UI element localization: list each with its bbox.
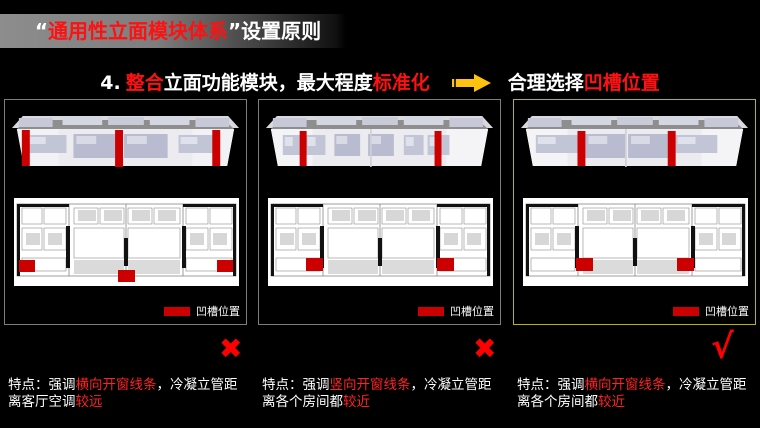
caption-highlight-2: 较近	[598, 394, 625, 410]
subtitle-highlight-3: 凹槽位置	[583, 71, 660, 94]
caption-highlight-2: 较远	[75, 394, 103, 410]
scheme-panel-1[interactable]: 凹槽位置	[4, 99, 247, 325]
panel-caption-3: 特点：强调横向开窗线条，冷凝立管距离各个房间都较近	[517, 377, 757, 411]
section-subtitle: 4. 整合 立面功能模块，最大程度 标准化 合理选择 凹槽位置	[0, 68, 760, 98]
legend-swatch	[164, 307, 190, 316]
title-quote-open: “	[34, 19, 48, 43]
panel-caption-1: 特点：强调横向开窗线条，冷凝立管距离客厅空调较远	[8, 377, 248, 411]
groove-stripe	[299, 131, 307, 166]
groove-stripe	[212, 130, 221, 166]
caption-mid: ，冷凝立管距离各个房间都	[517, 377, 747, 410]
groove-stripe	[577, 131, 586, 166]
legend-2: 凹槽位置	[418, 306, 494, 317]
groove-marker	[118, 270, 135, 282]
groove-marker	[437, 258, 454, 271]
groove-marker	[217, 260, 233, 272]
scheme-panel-2[interactable]: 凹槽位置	[258, 99, 501, 325]
page-title: “通用性立面模块体系”设置原则	[25, 21, 321, 41]
legend-label: 凹槽位置	[450, 305, 494, 318]
caption-highlight-2: 较近	[343, 394, 370, 410]
legend-swatch	[418, 307, 444, 316]
title-quote-close: ”	[228, 19, 242, 43]
facade-render-3	[514, 104, 755, 190]
groove-stripe	[434, 131, 442, 166]
caption-prefix: 特点：强调	[517, 377, 585, 393]
groove-marker	[677, 258, 694, 271]
groove-stripe	[115, 130, 124, 167]
legend-3: 凹槽位置	[673, 306, 749, 317]
floor-plan-1	[14, 198, 239, 286]
caption-highlight-1: 横向开窗线条	[75, 377, 157, 393]
legend-1: 凹槽位置	[164, 306, 240, 317]
facade-render-1	[5, 104, 246, 190]
caption-highlight-1: 竖向开窗线条	[329, 377, 411, 393]
caption-prefix: 特点：强调	[8, 377, 76, 393]
caption-mid: ，冷凝立管距离客厅空调	[8, 377, 238, 410]
slide-title-bar: “通用性立面模块体系”设置原则	[0, 14, 346, 48]
verdict-cross-2: ✖	[473, 332, 497, 365]
caption-mid: ，冷凝立管距离各个房间都	[262, 377, 492, 410]
groove-marker	[576, 258, 593, 271]
verdict-check-3: √	[711, 327, 734, 367]
subtitle-highlight-1: 整合	[125, 71, 164, 94]
groove-marker	[306, 258, 323, 271]
groove-stripe	[21, 130, 30, 166]
legend-swatch	[673, 307, 699, 316]
caption-prefix: 特点：强调	[262, 377, 330, 393]
legend-label: 凹槽位置	[196, 305, 240, 318]
legend-label: 凹槽位置	[705, 305, 749, 318]
right-arrow-icon	[451, 73, 492, 93]
panel-caption-2: 特点：强调竖向开窗线条，冷凝立管距离各个房间都较近	[262, 377, 502, 411]
floor-plan-2	[268, 198, 493, 286]
subtitle-part-4: 合理选择	[507, 71, 584, 94]
scheme-panel-3[interactable]: 凹槽位置	[513, 99, 756, 325]
caption-highlight-1: 横向开窗线条	[584, 377, 666, 393]
groove-marker	[19, 260, 35, 272]
groove-stripe	[667, 131, 676, 166]
scheme-panel-row: 凹槽位置	[0, 99, 760, 325]
subtitle-number: 4.	[100, 71, 121, 94]
floor-plan-3	[523, 198, 748, 286]
title-highlight: 通用性立面模块体系	[48, 19, 228, 43]
facade-render-2	[259, 104, 500, 190]
title-rest: 设置原则	[241, 19, 322, 43]
subtitle-highlight-2: 标准化	[372, 71, 430, 94]
verdict-cross-1: ✖	[219, 332, 243, 365]
subtitle-part-2: 立面功能模块，最大程度	[163, 71, 373, 94]
